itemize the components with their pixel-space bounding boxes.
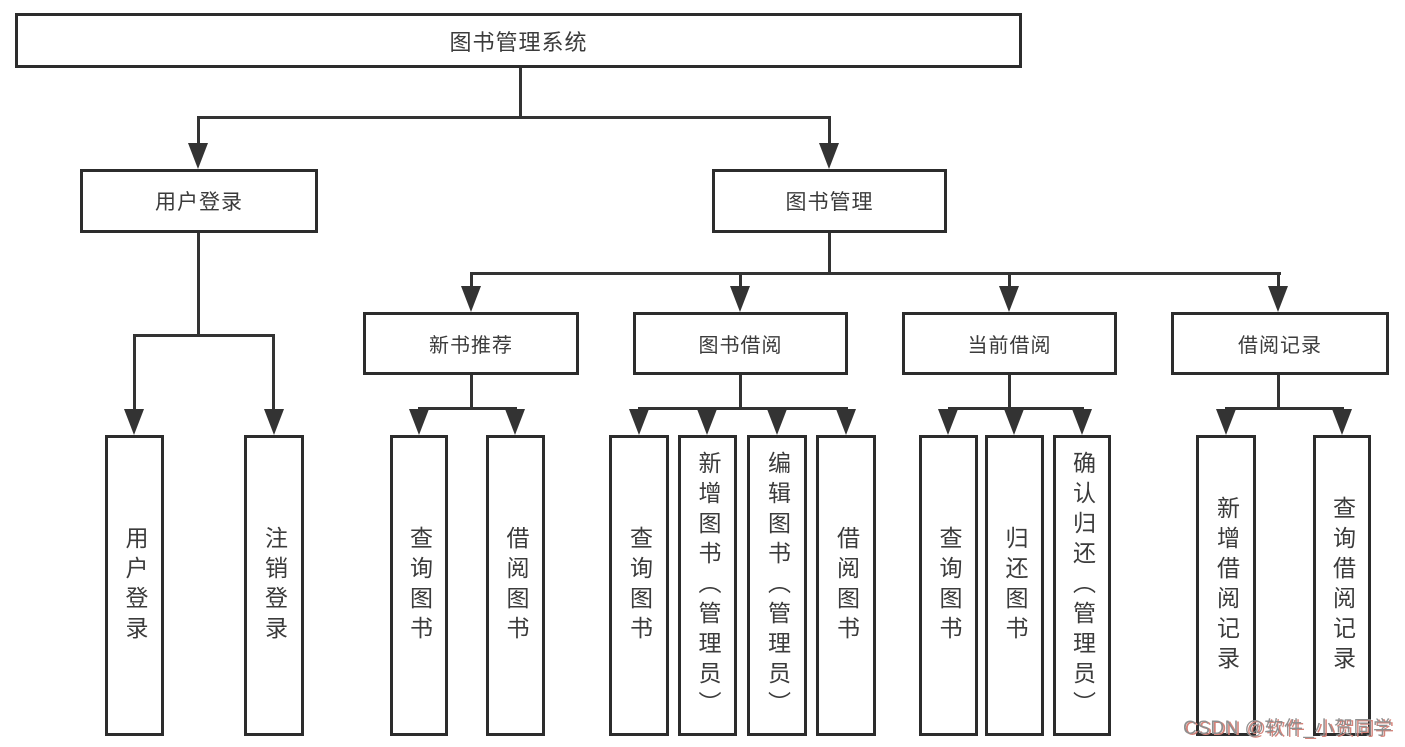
node-label: 查询图书 xyxy=(626,525,653,646)
node-label: 图书借阅 xyxy=(698,335,783,357)
leaf-logout: 注销登录 xyxy=(244,435,304,736)
leaf-borrow-add-book-admin: 新增图书（管理员） xyxy=(678,435,737,736)
node-label: 查询图书 xyxy=(936,525,962,646)
arrowhead-down xyxy=(629,409,649,435)
node-label: 查询借阅记录 xyxy=(1329,495,1356,676)
arrowhead-down xyxy=(409,409,429,435)
node-label: 确认归还（管理员） xyxy=(1069,450,1096,721)
node-label: 查询图书 xyxy=(406,525,433,646)
node-new-book-recommend: 新书推荐 xyxy=(363,312,579,375)
csdn-watermark: CSDN @软件_小贺同学 xyxy=(1183,718,1393,739)
node-label: 图书管理 xyxy=(785,191,874,214)
leaf-newbooks-borrow-book: 借阅图书 xyxy=(486,435,545,736)
connector-line xyxy=(197,116,200,148)
connector-line xyxy=(948,407,1084,410)
arrowhead-down xyxy=(461,286,481,312)
connector-line xyxy=(133,334,136,412)
node-book-management: 图书管理 xyxy=(712,169,947,233)
node-library-system: 图书管理系统 xyxy=(15,13,1022,68)
arrowhead-down xyxy=(767,409,787,435)
arrowhead-down xyxy=(124,409,144,435)
node-label: 当前借阅 xyxy=(967,335,1052,357)
connector-line xyxy=(1277,272,1280,288)
connector-line xyxy=(739,375,742,410)
connector-line xyxy=(197,233,200,337)
node-label: 新增图书（管理员） xyxy=(695,450,721,721)
connector-line xyxy=(1225,407,1344,410)
node-label: 借阅记录 xyxy=(1238,335,1322,357)
arrowhead-down xyxy=(188,143,208,169)
arrowhead-down xyxy=(1268,286,1288,312)
arrowhead-down xyxy=(697,409,717,435)
leaf-user-login: 用户登录 xyxy=(105,435,164,736)
arrowhead-down xyxy=(1332,409,1352,435)
connector-line xyxy=(1277,375,1280,410)
leaf-borrow-query-book: 查询图书 xyxy=(609,435,669,736)
connector-line xyxy=(828,233,831,275)
leaf-records-query-record: 查询借阅记录 xyxy=(1313,435,1371,736)
leaf-current-confirm-return-admin: 确认归还（管理员） xyxy=(1053,435,1111,736)
node-label: 用户登录 xyxy=(122,525,148,646)
arrowhead-down xyxy=(1216,409,1236,435)
node-label: 借阅图书 xyxy=(503,525,529,646)
leaf-records-add-record: 新增借阅记录 xyxy=(1196,435,1256,736)
node-label: 新增借阅记录 xyxy=(1213,495,1240,676)
node-label: 图书管理系统 xyxy=(449,29,588,55)
connector-line xyxy=(418,407,517,410)
node-book-borrow: 图书借阅 xyxy=(633,312,848,375)
leaf-newbooks-query-book: 查询图书 xyxy=(390,435,448,736)
node-label: 借阅图书 xyxy=(833,525,860,646)
connector-line xyxy=(1008,272,1011,288)
node-user-login: 用户登录 xyxy=(80,169,318,233)
arrowhead-down xyxy=(836,409,856,435)
arrowhead-down xyxy=(1004,409,1024,435)
node-current-borrow: 当前借阅 xyxy=(902,312,1117,375)
connector-line xyxy=(470,272,1281,275)
connector-line xyxy=(133,334,275,337)
arrowhead-down xyxy=(819,143,839,169)
arrowhead-down xyxy=(730,286,750,312)
connector-line xyxy=(1008,375,1011,410)
connector-line xyxy=(470,375,473,410)
arrowhead-down xyxy=(938,409,958,435)
connector-line xyxy=(197,116,831,119)
connector-line xyxy=(638,407,848,410)
connector-line xyxy=(470,272,473,288)
connector-line xyxy=(272,334,275,412)
leaf-borrow-edit-book-admin: 编辑图书（管理员） xyxy=(747,435,807,736)
node-label: 编辑图书（管理员） xyxy=(764,450,791,721)
node-label: 归还图书 xyxy=(1002,525,1028,646)
node-label: 注销登录 xyxy=(261,525,288,646)
node-label: 用户登录 xyxy=(155,191,243,214)
leaf-borrow-borrow-book: 借阅图书 xyxy=(816,435,876,736)
connector-line xyxy=(519,68,522,118)
arrowhead-down xyxy=(264,409,284,435)
arrowhead-down xyxy=(505,409,525,435)
connector-line xyxy=(739,272,742,288)
arrowhead-down xyxy=(999,286,1019,312)
connector-line xyxy=(828,116,831,148)
node-label: 新书推荐 xyxy=(429,335,513,357)
leaf-current-query-book: 查询图书 xyxy=(919,435,978,736)
leaf-current-return-book: 归还图书 xyxy=(985,435,1044,736)
arrowhead-down xyxy=(1072,409,1092,435)
node-borrow-records: 借阅记录 xyxy=(1171,312,1389,375)
